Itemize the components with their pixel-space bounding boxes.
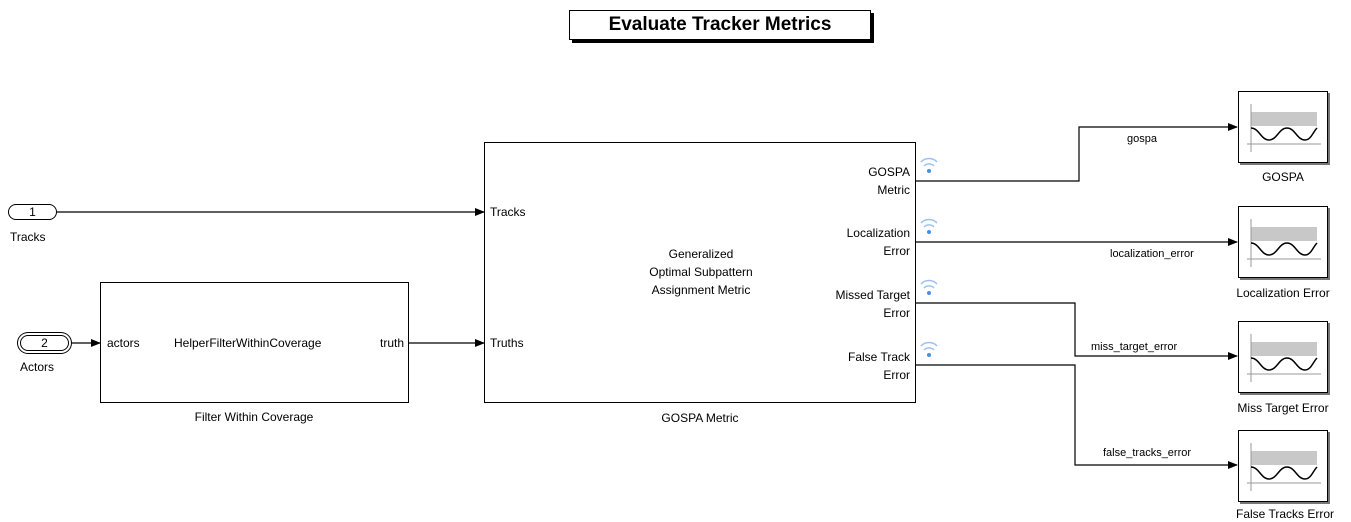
scope-miss-target-error[interactable] bbox=[1238, 321, 1328, 393]
scope-localization-error[interactable] bbox=[1238, 206, 1328, 278]
wire-miss-target bbox=[916, 302, 1238, 360]
scope-caption: False Tracks Error bbox=[1235, 507, 1335, 521]
scope-icon bbox=[1247, 334, 1321, 382]
wire-gospa bbox=[916, 123, 1238, 182]
description-line: Assignment Metric bbox=[651, 283, 751, 297]
block-caption: GOSPA Metric bbox=[661, 411, 739, 425]
signal-label-false-tracks-error[interactable]: false_tracks_error bbox=[1103, 447, 1192, 459]
scope-icon bbox=[1247, 104, 1321, 152]
description-line: Optimal Subpattern bbox=[649, 265, 753, 279]
signal-logging-icon[interactable] bbox=[919, 217, 939, 237]
scope-caption: Localization Error bbox=[1236, 286, 1330, 300]
signal-label-localization-error[interactable]: localization_error bbox=[1110, 248, 1194, 260]
scope-caption: GOSPA bbox=[1262, 170, 1304, 184]
scope-caption: Miss Target Error bbox=[1237, 401, 1329, 415]
port-label-line: GOSPA bbox=[868, 165, 910, 179]
port-label-line: Localization bbox=[846, 226, 910, 240]
signal-logging-icon[interactable] bbox=[919, 278, 939, 298]
port-label-missed-target-error: Missed Target Error bbox=[836, 286, 910, 322]
port-label-truth: truth bbox=[379, 336, 404, 350]
signal-label-miss-target-error[interactable]: miss_target_error bbox=[1091, 341, 1178, 353]
scope-icon bbox=[1247, 443, 1321, 491]
port-label-false-track-error: False Track Error bbox=[848, 348, 910, 384]
port-label-line: Error bbox=[883, 368, 910, 382]
port-label-line: Missed Target bbox=[835, 288, 910, 302]
scope-icon bbox=[1247, 219, 1321, 267]
port-label-line: Metric bbox=[877, 183, 910, 197]
diagram-title: Evaluate Tracker Metrics bbox=[569, 10, 871, 40]
port-label-line: Error bbox=[883, 306, 910, 320]
block-description: Generalized Optimal Subpattern Assignmen… bbox=[601, 245, 801, 299]
inport-number: 1 bbox=[29, 205, 36, 219]
signal-label-gospa[interactable]: gospa bbox=[1127, 133, 1157, 145]
block-name: HelperFilterWithinCoverage bbox=[174, 336, 322, 350]
signal-logging-icon[interactable] bbox=[919, 156, 939, 176]
inport-actors[interactable]: 2 bbox=[20, 335, 69, 351]
port-label-truths: Truths bbox=[490, 336, 524, 350]
inport-label: Tracks bbox=[10, 230, 46, 244]
port-label-line: False Track bbox=[847, 350, 910, 364]
block-caption: Filter Within Coverage bbox=[194, 410, 314, 424]
scope-gospa[interactable] bbox=[1238, 91, 1328, 163]
port-label-actors: actors bbox=[107, 336, 140, 350]
gospa-metric-block[interactable]: Tracks Truths Generalized Optimal Subpat… bbox=[484, 142, 916, 403]
filter-within-coverage-block[interactable]: actors HelperFilterWithinCoverage truth bbox=[100, 282, 409, 403]
wire-false-tracks bbox=[916, 364, 1238, 469]
port-label-localization-error: Localization Error bbox=[847, 224, 910, 260]
port-label-tracks: Tracks bbox=[490, 205, 526, 219]
inport-number: 2 bbox=[41, 336, 48, 350]
port-label-line: Error bbox=[883, 244, 910, 258]
inport-tracks[interactable]: 1 bbox=[8, 204, 57, 220]
port-label-gospa-metric: GOSPA Metric bbox=[868, 163, 910, 199]
signal-logging-icon[interactable] bbox=[919, 340, 939, 360]
description-line: Generalized bbox=[668, 247, 734, 261]
scope-false-tracks-error[interactable] bbox=[1238, 430, 1328, 502]
inport-label: Actors bbox=[20, 360, 55, 374]
